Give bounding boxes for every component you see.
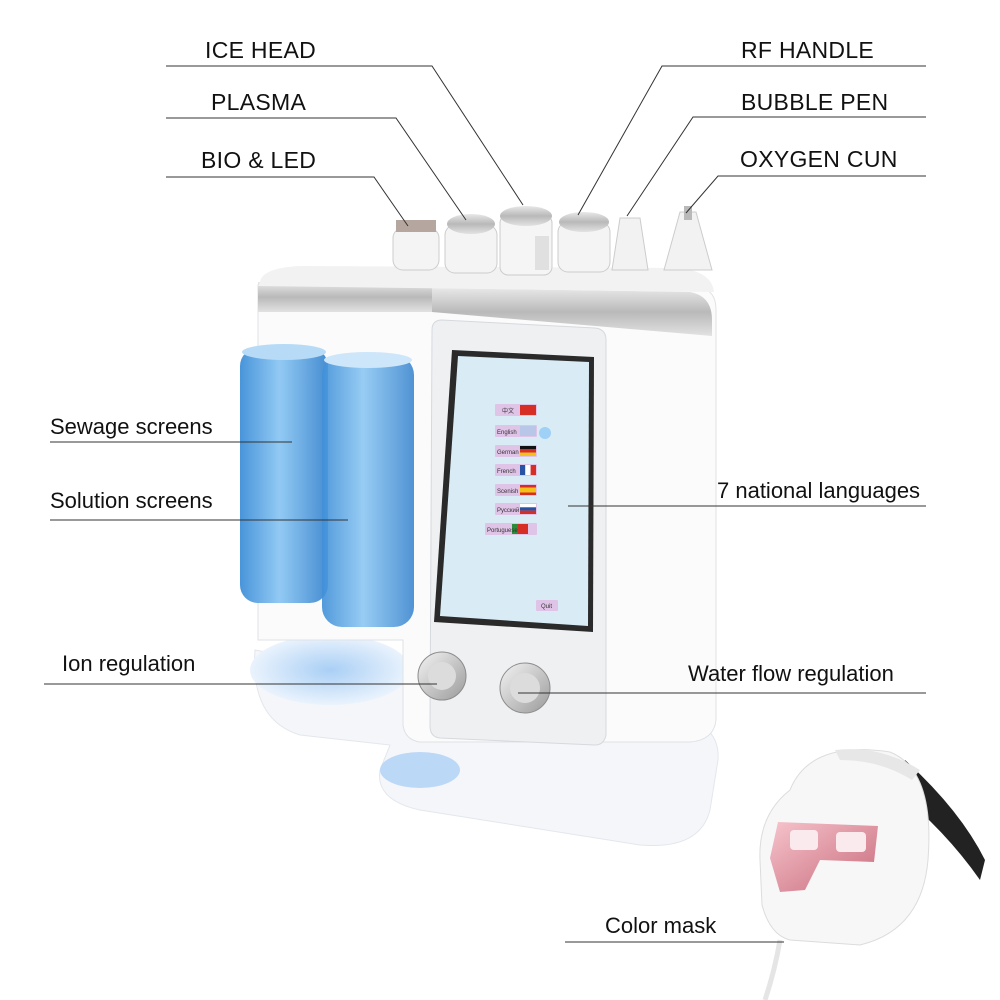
quit-button-label: Quit bbox=[541, 604, 552, 610]
language-list: 中文 English German French Scenish Русски bbox=[485, 404, 558, 611]
bio-led-leader bbox=[166, 176, 409, 227]
lang-5: Русский bbox=[497, 507, 519, 514]
plasma-leader bbox=[166, 117, 467, 221]
lang-3: French bbox=[497, 469, 516, 475]
bottle-cap-1 bbox=[242, 344, 326, 360]
top-trim-right bbox=[432, 288, 712, 336]
lang-1: English bbox=[497, 430, 517, 436]
base-glow bbox=[250, 635, 410, 705]
label-water-flow-regulation: Water flow regulation bbox=[688, 661, 894, 686]
label-solution-screens: Solution screens bbox=[50, 488, 213, 513]
label-oxygen-gun: OXYGEN CUN bbox=[740, 146, 898, 172]
label-sewage-screens: Sewage screens bbox=[50, 414, 213, 439]
oxygen-gun-leader bbox=[685, 175, 926, 214]
color-mask-illustration bbox=[759, 749, 985, 1000]
label-ice-head: ICE HEAD bbox=[205, 37, 317, 63]
label-plasma: PLASMA bbox=[211, 89, 307, 115]
label-rf-handle: RF HANDLE bbox=[741, 37, 875, 63]
lang-0: 中文 bbox=[502, 407, 514, 415]
rf-handle-leader bbox=[577, 65, 926, 216]
leader-lines bbox=[44, 65, 926, 943]
label-bubble-pen: BUBBLE PEN bbox=[741, 89, 889, 115]
label-bio-led: BIO & LED bbox=[201, 147, 317, 173]
label-ion-regulation: Ion regulation bbox=[62, 651, 196, 676]
bubble-pen-leader bbox=[626, 116, 926, 217]
ion-knob-center bbox=[428, 662, 456, 690]
label-color-mask: Color mask bbox=[605, 913, 717, 938]
ice-head-leader bbox=[166, 65, 524, 206]
oxygen-gun-handpiece bbox=[663, 211, 713, 271]
handpieces bbox=[392, 206, 713, 276]
bubble-pen-handpiece bbox=[611, 217, 649, 271]
solution-bottle bbox=[322, 355, 414, 627]
sewage-bottle bbox=[240, 348, 328, 603]
mask-cable bbox=[762, 939, 783, 1000]
lang-2: German bbox=[497, 450, 519, 456]
lang-4: Scenish bbox=[497, 489, 518, 495]
label-seven-languages: 7 national languages bbox=[717, 478, 921, 503]
mask-top-highlight bbox=[835, 749, 920, 780]
water-knob-center bbox=[510, 673, 540, 703]
bio-led-handpiece bbox=[392, 227, 440, 271]
lang-6: Portuguese bbox=[487, 528, 518, 534]
base-glow-lower bbox=[380, 752, 460, 788]
bottle-cap-2 bbox=[324, 352, 412, 368]
top-trim bbox=[258, 282, 432, 312]
